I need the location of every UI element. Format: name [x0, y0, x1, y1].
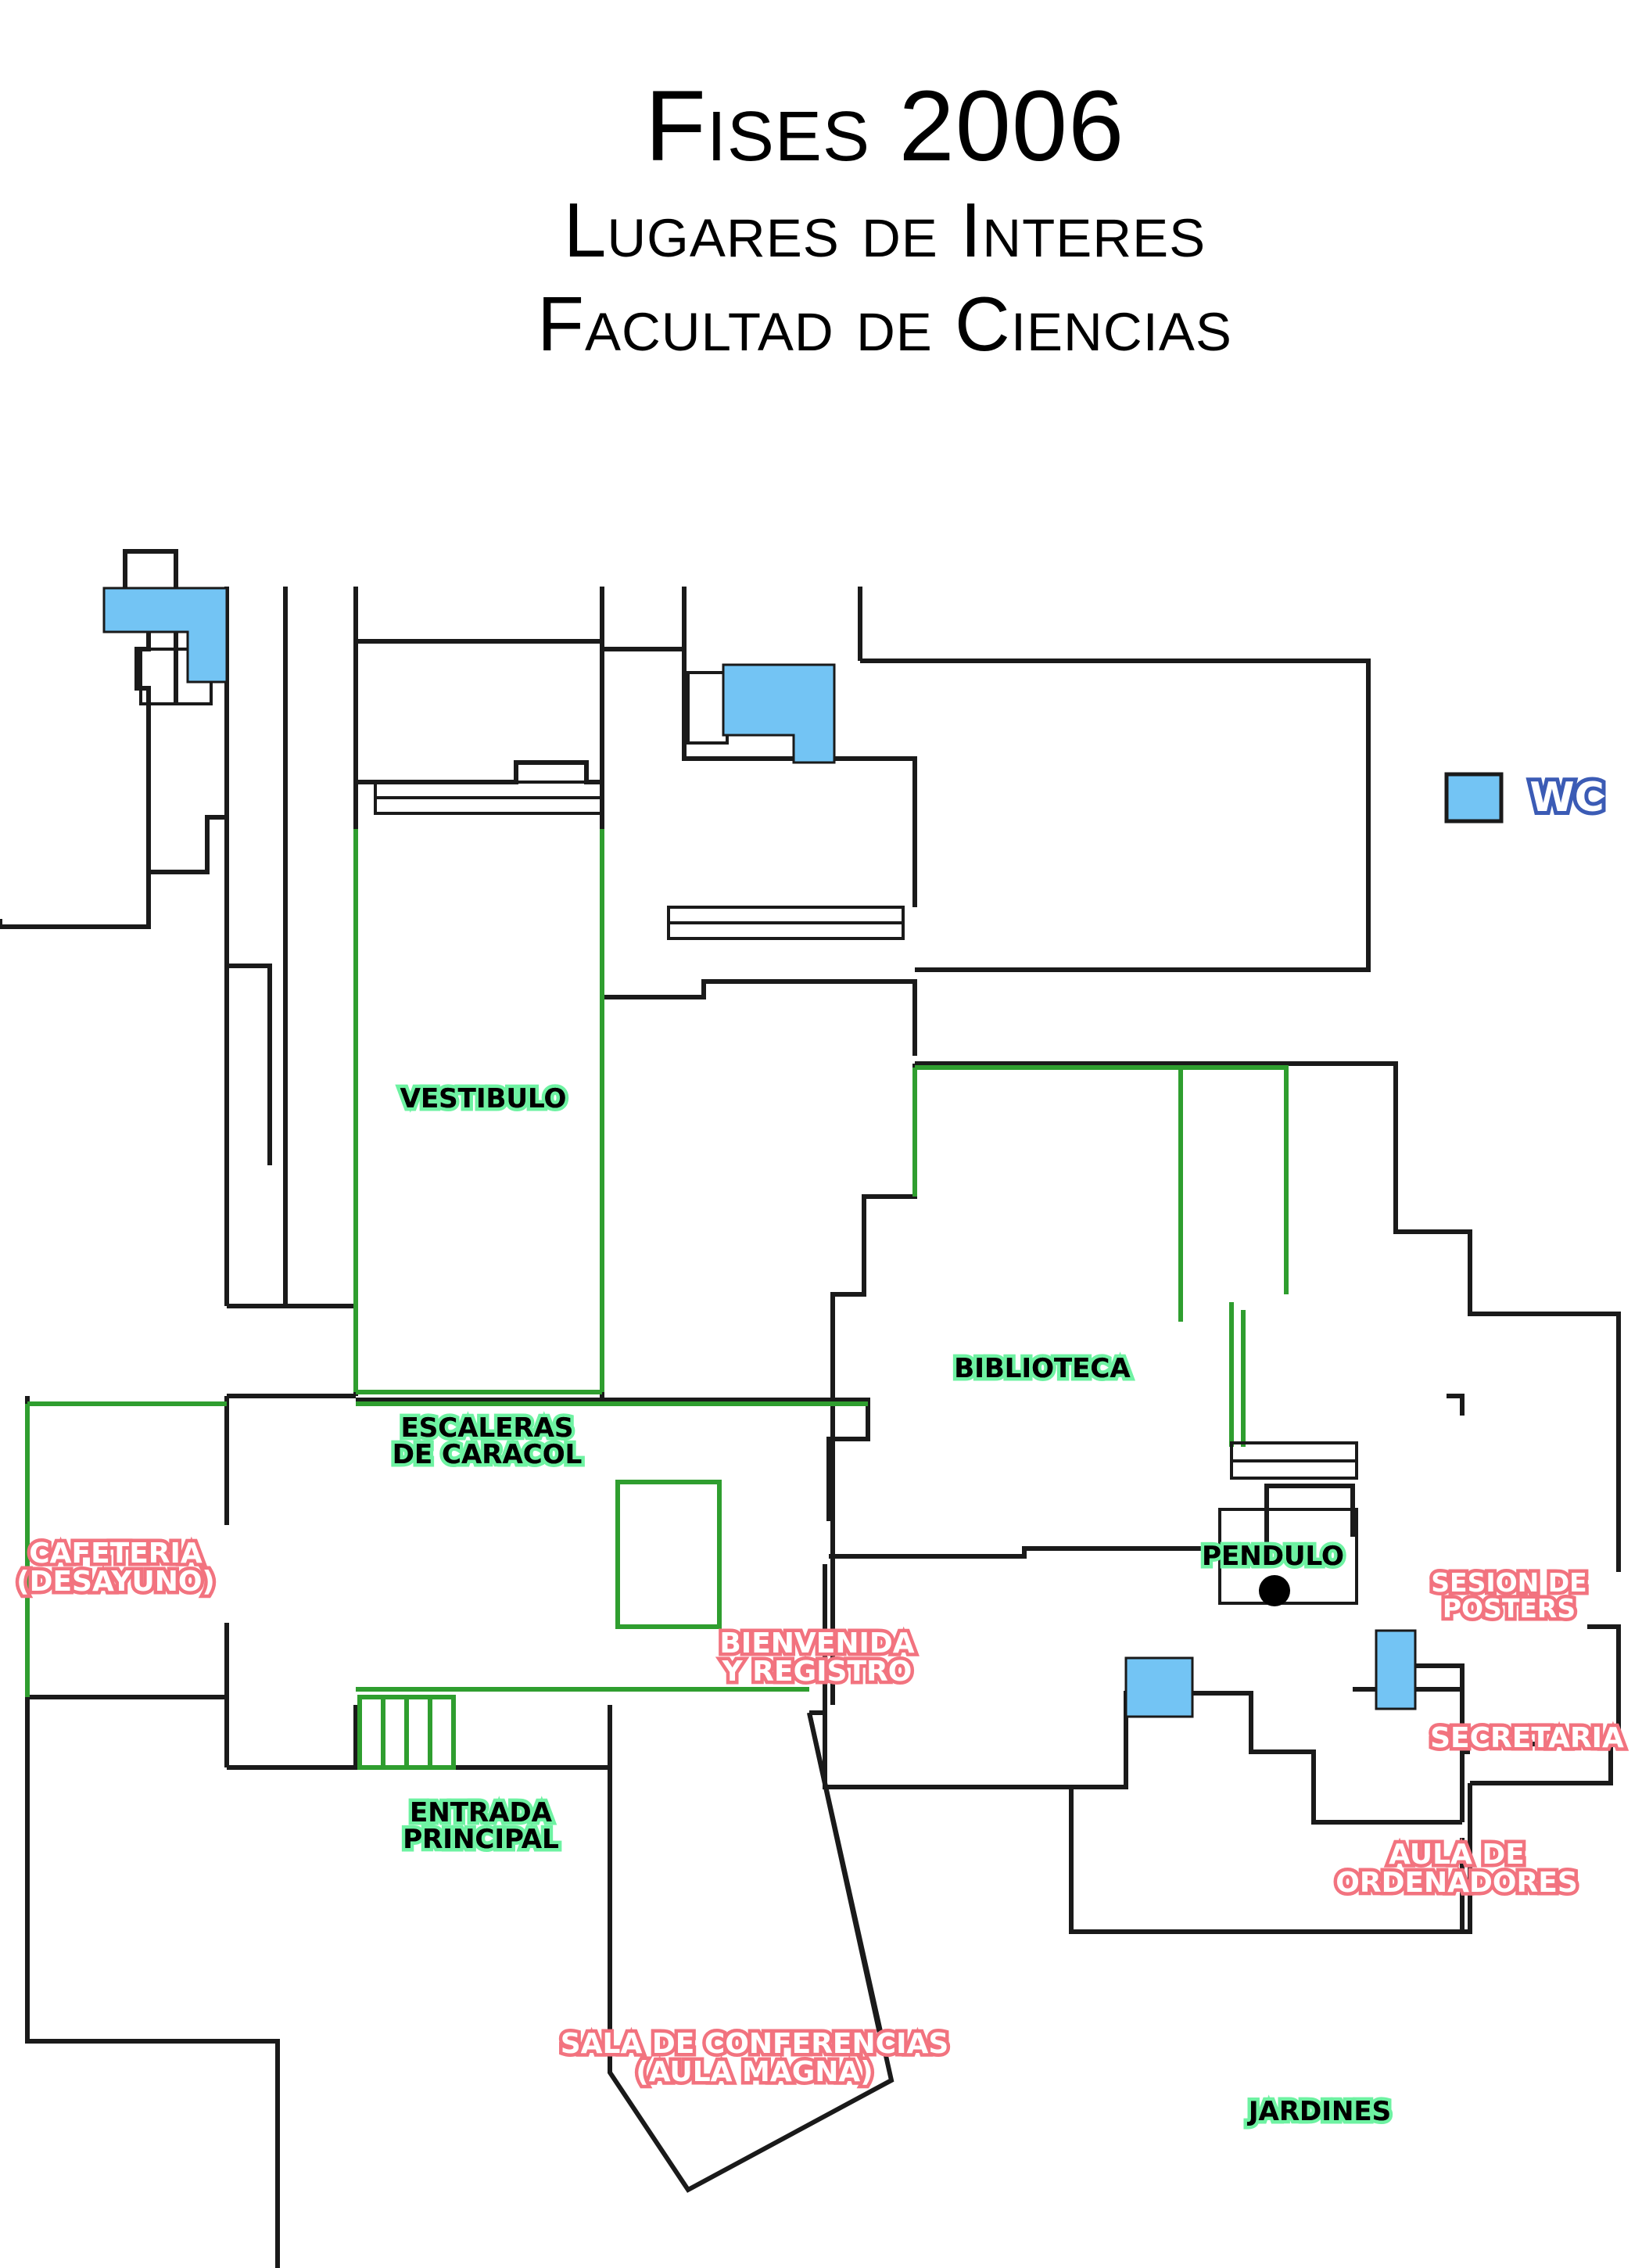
walls: [0, 549, 1621, 2268]
label-jardines: JARDINES: [1245, 2095, 1394, 2129]
label-entrada-principal: ENTRADA PRINCIPAL: [400, 1796, 563, 1857]
label-biblioteca: BIBLIOTECA: [951, 1352, 1134, 1386]
stairs: [139, 648, 1358, 1605]
map-title: Fises 2006: [644, 70, 1125, 182]
legend-wc-swatch: [1444, 772, 1504, 824]
green-walls: [25, 829, 1289, 1770]
label-sesion-de-posters: SESION DE POSTERS: [1428, 1566, 1590, 1625]
label-bienvenida-y-registro: BIENVENIDA Y REGISTRO: [716, 1626, 918, 1689]
label-aula-de-ordenadores: AULA DE ORDENADORES: [1332, 1837, 1582, 1900]
pendulum-dot: [1259, 1575, 1290, 1606]
map-subtitle: Lugares de Interes: [563, 187, 1206, 273]
label-cafeteria: CAFETERIA (DESAYUNO): [13, 1536, 219, 1599]
label-vestibulo: VESTIBULO: [396, 1082, 570, 1116]
legend-wc-label: WC: [1525, 773, 1608, 822]
wc-room-top-left: [102, 587, 228, 684]
map-subtitle-faculty: Facultad de Ciencias: [537, 281, 1232, 367]
label-sala-de-conferencias: SALA DE CONFERENCIAS (AULA MAGNA): [557, 2026, 952, 2090]
wc-rooms: [102, 587, 1417, 1718]
wc-room-center: [1124, 1656, 1194, 1718]
label-escaleras-de-caracol: ESCALERAS DE CARACOL: [389, 1412, 586, 1472]
wc-room-top-center: [722, 663, 836, 764]
label-pendulo: PENDULO: [1199, 1540, 1348, 1574]
label-secretaria: SECRETARIA: [1427, 1721, 1628, 1756]
wc-room-secretaria: [1375, 1629, 1417, 1710]
